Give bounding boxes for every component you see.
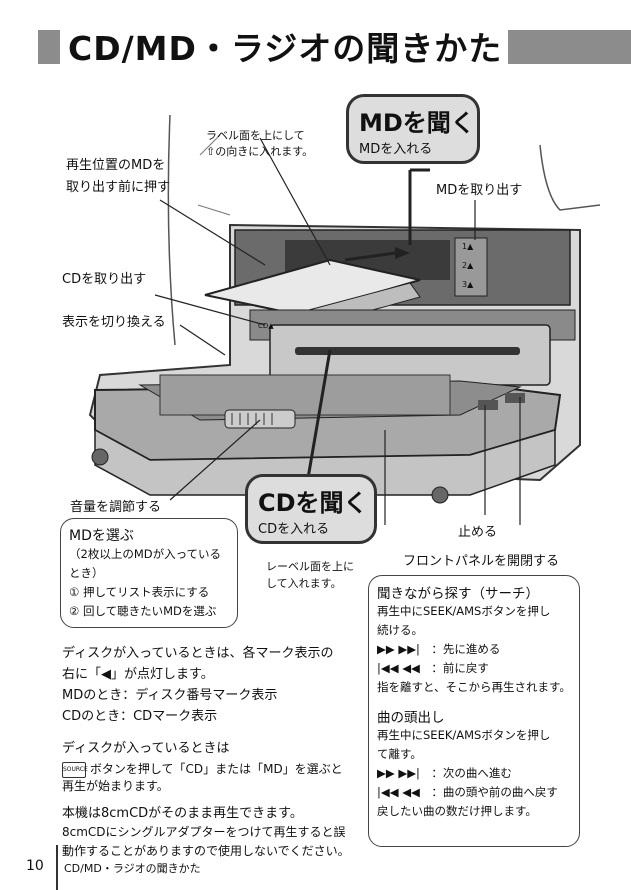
track-skip-line: 再生中にSEEK/AMSボタンを押し: [377, 728, 551, 742]
source-line2: SOURCE ボタンを押して「CD」または「MD」を選ぶと: [62, 759, 343, 780]
md-listen-subtitle: MDを入れる: [359, 142, 433, 157]
track-skip-line: ▶▶ ▶▶| ：次の曲へ進む: [377, 766, 512, 780]
cd-listen-callout: CDを聞く CDを入れる: [245, 474, 377, 544]
cd-eject-label: CDを取り出す: [62, 272, 147, 287]
footer-divider: [56, 845, 58, 890]
md-mark-note: MDのとき：ディスク番号マーク表示: [62, 688, 278, 703]
md-slot-button-1[interactable]: 1▲: [462, 242, 474, 251]
label-side-up-line1: ラベル面を上にして: [206, 129, 305, 142]
md-select-line: ① 押してリスト表示にする: [69, 585, 210, 599]
eject-before-line1: 再生位置のMDを: [66, 158, 166, 173]
search-line: ▶▶ ▶▶| ：先に進める: [377, 642, 501, 656]
search-line: 再生中にSEEK/AMSボタンを押し: [377, 604, 551, 618]
disc-indicator-line1: ディスクが入っているときは、各マーク表示の: [62, 646, 334, 661]
md-select-line: （2枚以上のMDが入っている: [69, 547, 222, 561]
search-title: 聞きながら探す（サーチ）: [377, 586, 539, 602]
track-skip-line: |◀◀ ◀◀ ：曲の頭や前の曲へ戻す: [377, 785, 558, 799]
cd-eject-button[interactable]: CD▲: [258, 322, 274, 330]
search-line: 続ける。: [377, 623, 423, 637]
track-skip-line: て離す。: [377, 747, 422, 761]
md-select-title: MDを選ぶ: [69, 528, 134, 544]
source-line3: 再生が始まります。: [62, 779, 169, 793]
stop-label: 止める: [458, 525, 498, 540]
md-listen-callout: MDを聞く MDを入れる: [346, 94, 480, 164]
search-line: |◀◀ ◀◀ ：前に戻す: [377, 661, 489, 675]
md-eject-label: MDを取り出す: [436, 183, 523, 198]
header-bar-left: [38, 30, 60, 64]
front-panel-label: フロントパネルを開閉する: [403, 554, 560, 569]
disc-indicator-line2: 右に「◀」が点灯します。: [62, 667, 214, 682]
label-up-cd-line2: して入れます。: [266, 577, 342, 590]
header-bar-right: [508, 30, 631, 64]
md-select-line: ② 回して聴きたいMDを選ぶ: [69, 604, 217, 618]
md-select-box: MDを選ぶ （2枚以上のMDが入っている とき） ① 押してリスト表示にする ②…: [60, 518, 238, 628]
source-button-icon: SOURCE: [62, 761, 88, 778]
cd-listen-subtitle: CDを入れる: [258, 522, 330, 537]
page-title: CD/MD・ラジオの聞きかた: [68, 29, 503, 68]
head-unit-illustration: [88, 114, 601, 525]
volume-label: 音量を調節する: [70, 500, 162, 515]
search-box: 聞きながら探す（サーチ） 再生中にSEEK/AMSボタンを押し 続ける。 ▶▶ …: [368, 575, 580, 847]
search-line: 指を離すと、そこから再生されます。: [377, 680, 571, 694]
label-side-up-line2: ⇧の向きに入れます。: [206, 145, 314, 158]
track-skip-title: 曲の頭出し: [377, 710, 445, 726]
cd8-title: 本機は8cmCDがそのまま再生できます。: [62, 806, 303, 821]
md-listen-title: MDを聞く: [359, 109, 475, 137]
source-line1: ディスクが入っているときは: [62, 741, 230, 756]
page-number: 10: [26, 858, 44, 874]
footer-section: CD/MD・ラジオの聞きかた: [64, 862, 201, 875]
toggle-display-label: 表示を切り換える: [62, 315, 166, 330]
cd-mark-note: CDのとき：CDマーク表示: [62, 709, 218, 724]
md-slot-button-2[interactable]: 2▲: [462, 261, 474, 270]
md-slot-button-3[interactable]: 3▲: [462, 280, 474, 289]
source-line2-text: ボタンを押して「CD」または「MD」を選ぶと: [89, 762, 343, 776]
cd8-line2: 動作することがありますので使用しないでください。: [62, 844, 350, 858]
eject-before-line2: 取り出す前に押す: [66, 180, 171, 195]
track-skip-line: 戻したい曲の数だけ押します。: [377, 804, 537, 818]
md-select-line: とき）: [69, 566, 104, 580]
cd-listen-title: CDを聞く: [258, 489, 368, 517]
cd8-line1: 8cmCDにシングルアダプターをつけて再生すると誤: [62, 825, 346, 839]
label-up-cd-line1: レーベル面を上に: [266, 560, 354, 573]
